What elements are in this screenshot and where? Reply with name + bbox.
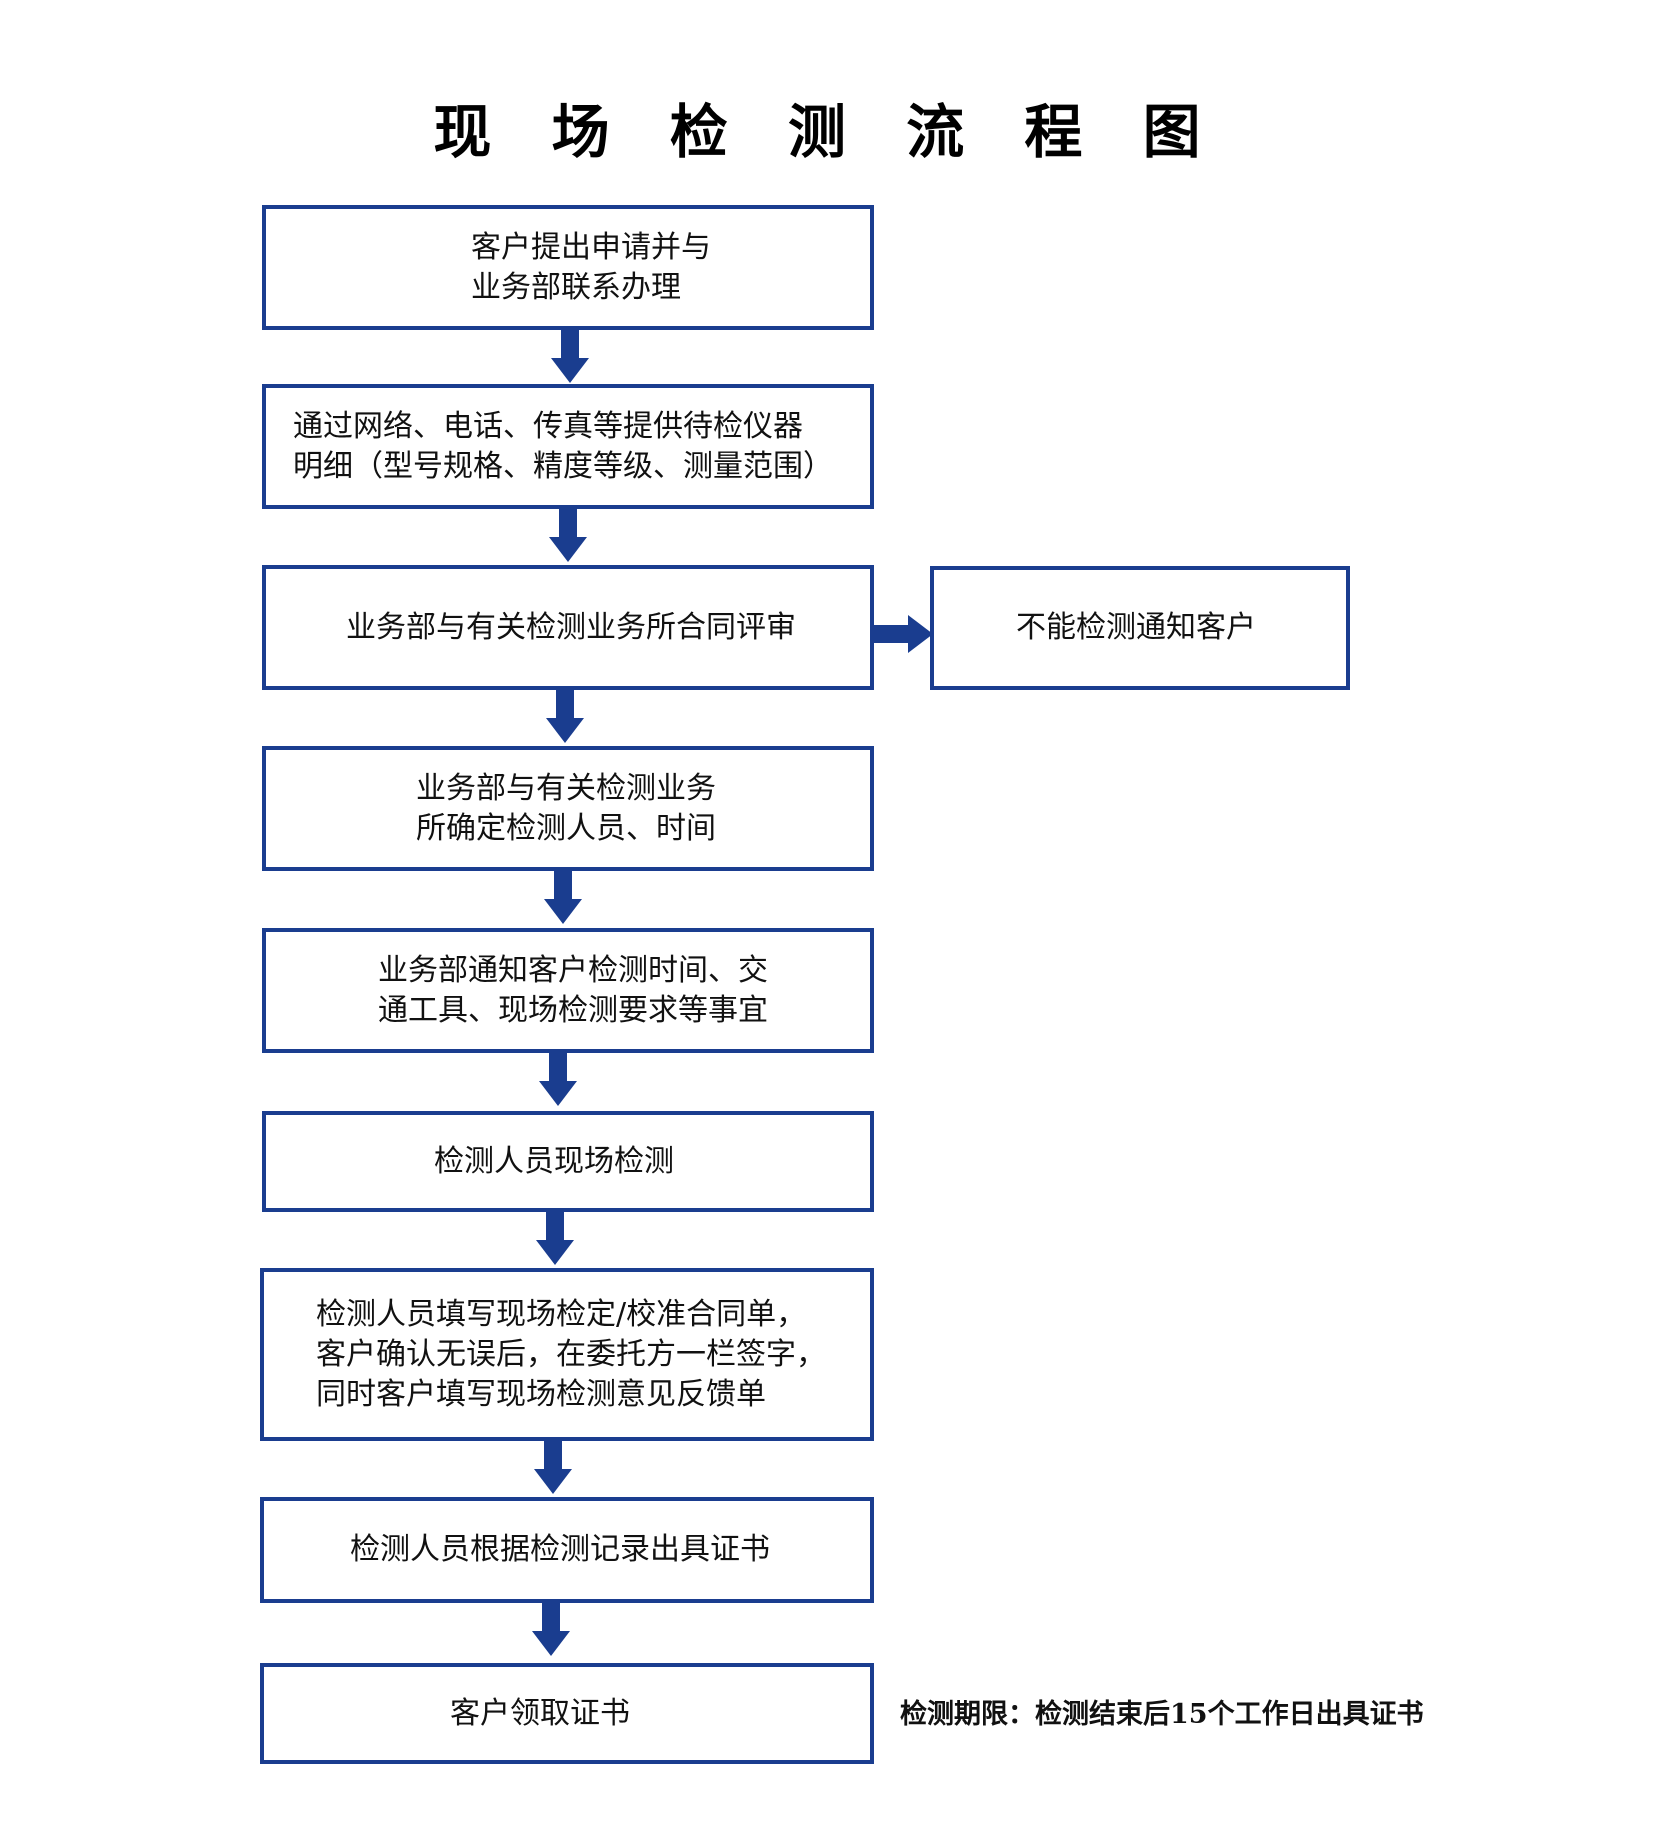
step-5-text: 业务部通知客户检测时间、交 通工具、现场检测要求等事宜 bbox=[378, 952, 768, 1028]
arrow-right-icon bbox=[874, 615, 933, 653]
arrow-down-4-icon bbox=[544, 871, 582, 924]
step-5-box: 业务部通知客户检测时间、交 通工具、现场检测要求等事宜 bbox=[262, 928, 874, 1053]
step-4-box: 业务部与有关检测业务 所确定检测人员、时间 bbox=[262, 746, 874, 871]
step-1-box: 客户提出申请并与 业务部联系办理 bbox=[262, 205, 874, 330]
step-1-text: 客户提出申请并与 业务部联系办理 bbox=[471, 229, 711, 305]
step-3-text: 业务部与有关检测业务所合同评审 bbox=[346, 609, 796, 645]
step-8-text: 检测人员根据检测记录出具证书 bbox=[350, 1532, 770, 1567]
arrow-down-5-icon bbox=[539, 1053, 577, 1106]
step-7-text: 检测人员填写现场检定/校准合同单， 客户确认无误后，在委托方一栏签字， 同时客户… bbox=[316, 1296, 826, 1412]
arrow-down-2-icon bbox=[549, 509, 587, 562]
deadline-note: 检测期限：检测结束后15个工作日出具证书 bbox=[900, 1699, 1424, 1730]
step-2-box: 通过网络、电话、传真等提供待检仪器 明细（型号规格、精度等级、测量范围） bbox=[262, 384, 874, 509]
arrow-down-6-icon bbox=[536, 1212, 574, 1265]
step-9-box: 客户领取证书 bbox=[260, 1663, 874, 1764]
step-4-text: 业务部与有关检测业务 所确定检测人员、时间 bbox=[416, 770, 716, 846]
step-8-box: 检测人员根据检测记录出具证书 bbox=[260, 1497, 874, 1603]
step-6-box: 检测人员现场检测 bbox=[262, 1111, 874, 1212]
arrow-down-8-icon bbox=[532, 1603, 570, 1656]
arrow-down-3-icon bbox=[546, 690, 584, 743]
side-box-text: 不能检测通知客户 bbox=[1016, 610, 1256, 645]
arrow-down-7-icon bbox=[534, 1441, 572, 1494]
step-6-text: 检测人员现场检测 bbox=[434, 1143, 674, 1179]
step-7-box: 检测人员填写现场检定/校准合同单， 客户确认无误后，在委托方一栏签字， 同时客户… bbox=[260, 1268, 874, 1441]
step-3-box: 业务部与有关检测业务所合同评审 bbox=[262, 565, 874, 690]
step-2-text: 通过网络、电话、传真等提供待检仪器 明细（型号规格、精度等级、测量范围） bbox=[293, 408, 833, 484]
step-9-text: 客户领取证书 bbox=[450, 1695, 630, 1731]
side-box: 不能检测通知客户 bbox=[930, 566, 1350, 690]
page-title: 现 场 检 测 流 程 图 bbox=[433, 98, 1221, 166]
arrow-down-1-icon bbox=[551, 330, 589, 383]
